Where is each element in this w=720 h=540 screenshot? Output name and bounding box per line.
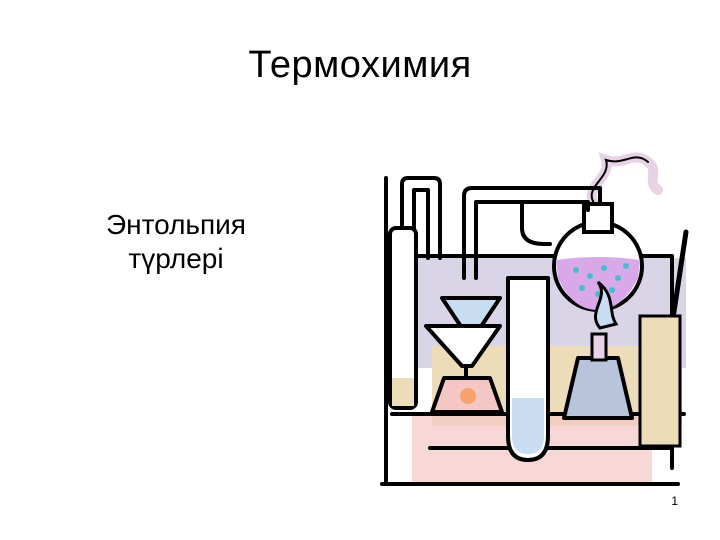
lower-funnel	[424, 324, 502, 368]
burner-neck	[590, 332, 608, 362]
flask-blob	[460, 388, 476, 404]
burner-base	[562, 356, 634, 420]
slide-title: Термохимия	[248, 44, 472, 86]
burette	[388, 226, 418, 410]
smoke-outline	[590, 156, 649, 209]
flame-icon	[593, 280, 619, 330]
side-beaker	[638, 314, 682, 448]
flask-dots	[573, 263, 629, 297]
body-line-1: Энтольпия	[106, 209, 246, 240]
glass-tubes	[400, 176, 602, 280]
page-number: 1	[671, 494, 678, 508]
slide-body-text: Энтольпия түрлері	[66, 208, 286, 276]
cylinder-liquid	[512, 398, 544, 454]
chemistry-lab-illustration	[380, 152, 689, 486]
burette-liquid	[392, 378, 414, 406]
body-line-2: түрлері	[128, 243, 224, 274]
